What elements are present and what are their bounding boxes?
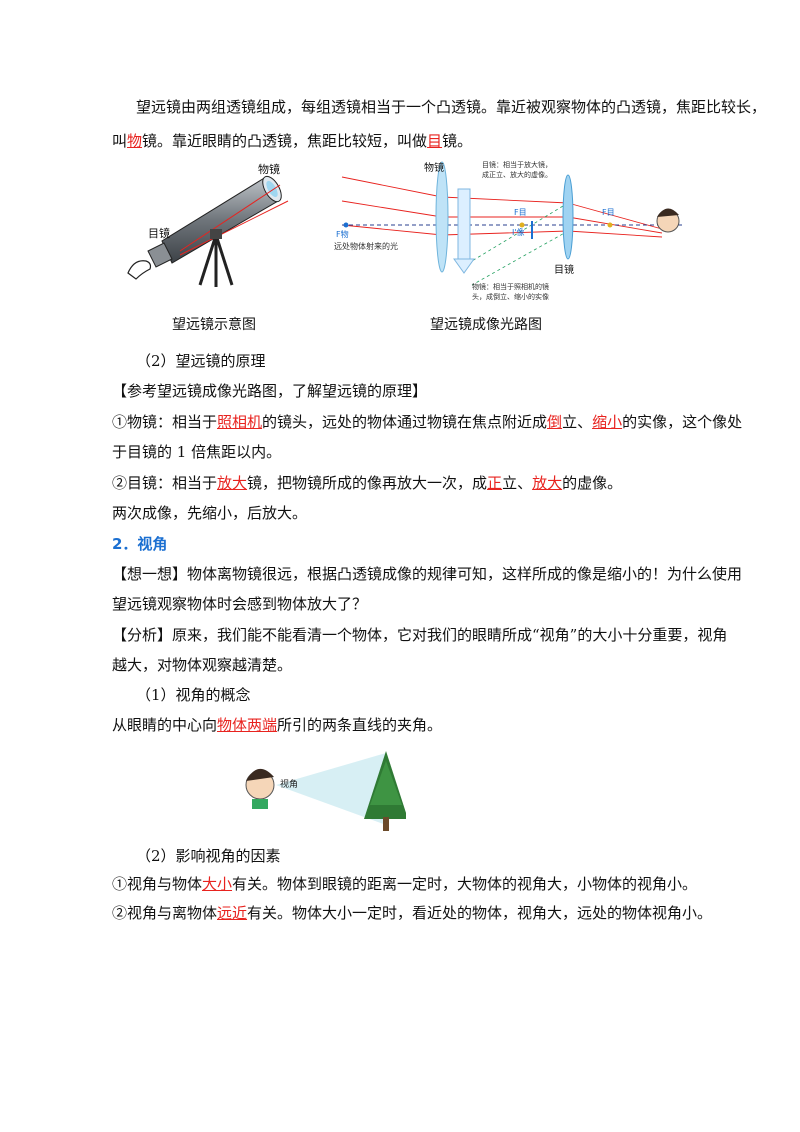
factor1-text-c: 有关。物体到眼镜的距离一定时，大物体的视角大，小物体的视角小。	[232, 875, 698, 893]
image-arrow-large	[457, 188, 471, 260]
label-eyepiece-2: 目镜	[554, 263, 574, 276]
intro-text-d: 镜。靠近眼睛的凸透镜，焦距比较短，叫做	[142, 132, 428, 150]
telescope-figure: 物镜 目镜	[127, 162, 289, 287]
label-eyepiece: 目镜	[148, 226, 170, 240]
intro-text-b: 叫	[112, 132, 128, 150]
subtitle-concept: （1）视角的概念	[136, 686, 251, 704]
concept-line: 从眼睛的中心向物体两端所引的两条直线的夹角。	[112, 714, 704, 736]
sight-cone	[276, 753, 386, 825]
visual-angle-figure: 视角	[245, 751, 406, 831]
image-arrow-head	[453, 258, 475, 274]
caption-optical-path: 望远镜成像光路图	[430, 317, 542, 333]
blank-size: 大小	[202, 875, 233, 893]
label-objective-2: 物镜	[424, 161, 444, 174]
blank-camera: 照相机	[217, 413, 263, 431]
eyepiece-desc-line: ②目镜：相当于放大镜，把物镜所成的像再放大一次，成正立、放大的虚像。	[112, 472, 704, 494]
eye-text-e: 立、	[502, 474, 533, 492]
factor2-text-c: 有关。物体大小一定时，看近处的物体，视角大，远处的物体视角小。	[247, 904, 713, 922]
blank-eyepiece: 目	[427, 132, 443, 150]
incoming-rays	[341, 176, 663, 238]
blank-inverted: 倒	[547, 413, 563, 431]
intro-line-1: 望远镜由两组透镜组成，每组透镜相当于一个凸透镜。靠近被观察物体的凸透镜，焦距比较…	[136, 96, 766, 118]
focus-objective	[343, 222, 349, 228]
note-objective-1: 物镜：相当于照相机的镜	[472, 282, 549, 291]
objective-desc-line-1: ①物镜：相当于照相机的镜头，远处的物体通过物镜在焦点附近成倒立、缩小的实像，这个…	[112, 411, 742, 433]
objective-desc-line-2: 于目镜的 1 倍焦距以内。	[112, 443, 282, 461]
focus-eyepiece-left	[519, 222, 525, 228]
eyepiece-lens	[562, 174, 574, 260]
blank-enlarged: 放大	[532, 474, 563, 492]
image-label: I'像	[512, 227, 525, 237]
blank-magnify: 放大	[217, 474, 248, 492]
subtitle-factors: （2）影响视角的因素	[136, 847, 281, 865]
telescope-tube	[147, 175, 289, 268]
analysis-line-2: 越大，对物体观察越清楚。	[112, 656, 293, 674]
intro-text-f: 镜。	[442, 132, 473, 150]
eye-text-c: 镜，把物镜所成的像再放大一次，成	[247, 474, 488, 492]
f-eye-label-2: F目	[602, 208, 615, 217]
virtual-rays	[461, 202, 569, 286]
reference-note: 【参考望远镜成像光路图，了解望远镜的原理】	[112, 382, 428, 400]
intro-text: 望远镜由两组透镜组成，每组透镜相当于一个凸透镜。靠近被观察物体的凸透镜，焦距比较…	[136, 98, 767, 116]
blank-distance: 远近	[217, 904, 248, 922]
factor1-text-a: ①视角与物体	[112, 875, 203, 893]
visual-angle-label: 视角	[280, 778, 298, 790]
caption-telescope: 望远镜示意图	[172, 317, 256, 333]
label-objective: 物镜	[258, 162, 280, 176]
light-label: 远处物体射来的光	[334, 241, 398, 251]
f-obj-label: F物	[336, 229, 349, 239]
analysis-line-1: 【分析】原来，我们能不能看清一个物体，它对我们的眼睛所成“视角”的大小十分重要，…	[112, 626, 728, 644]
obj-text-e: 立、	[562, 413, 593, 431]
intro-line-2: 叫物镜。靠近眼睛的凸透镜，焦距比较短，叫做目镜。	[112, 130, 704, 152]
factor2-text-a: ②视角与离物体	[112, 904, 218, 922]
obj-text-a: ①物镜：相当于	[112, 413, 218, 431]
summary-line: 两次成像，先缩小，后放大。	[112, 504, 308, 522]
subtitle-principle: （2）望远镜的原理	[136, 352, 266, 370]
tree-icon	[364, 751, 406, 831]
factor-line-2: ②视角与离物体远近有关。物体大小一定时，看近处的物体，视角大，远处的物体视角小。	[112, 902, 712, 924]
eye-text-a: ②目镜：相当于	[112, 474, 218, 492]
focus-eyepiece-right	[607, 222, 613, 228]
blank-reduced: 缩小	[592, 413, 623, 431]
blank-objective: 物	[127, 132, 143, 150]
obj-text-c: 的镜头，远处的物体通过物镜在焦点附近成	[262, 413, 548, 431]
viewer-face-icon-2	[245, 768, 275, 809]
objective-lens	[435, 161, 449, 273]
viewer-face-icon	[656, 208, 680, 233]
think-line-1: 【想一想】物体离物镜很远，根据凸透镜成像的规律可知，这样所成的像是缩小的！为什么…	[112, 565, 743, 583]
heading-visual-angle: 2．视角	[112, 535, 168, 553]
f-eye-label-1: F目	[514, 208, 527, 217]
blank-upright: 正	[487, 474, 503, 492]
note-eyepiece-2: 成正立、放大的虚像。	[482, 170, 552, 179]
think-line-2: 望远镜观察物体时会感到物体放大了？	[112, 595, 368, 613]
concept-text-a: 从眼睛的中心向	[112, 716, 218, 734]
optical-path-figure: 物镜 目镜 目镜：相当于放大镜， 成正立、放大的虚像。 物镜：相当于照相机的镜 …	[334, 160, 682, 301]
note-eyepiece-1: 目镜：相当于放大镜，	[482, 160, 552, 169]
factor-line-1: ①视角与物体大小有关。物体到眼镜的距离一定时，大物体的视角大，小物体的视角小。	[112, 873, 704, 895]
hand-icon	[127, 260, 152, 280]
concept-text-c: 所引的两条直线的夹角。	[277, 716, 443, 734]
eye-text-g: 的虚像。	[562, 474, 623, 492]
note-objective-2: 头，成倒立、缩小的实像	[472, 292, 549, 301]
tripod	[198, 229, 234, 287]
blank-both-ends: 物体两端	[217, 716, 278, 734]
obj-text-g: 的实像，这个像处	[622, 413, 743, 431]
